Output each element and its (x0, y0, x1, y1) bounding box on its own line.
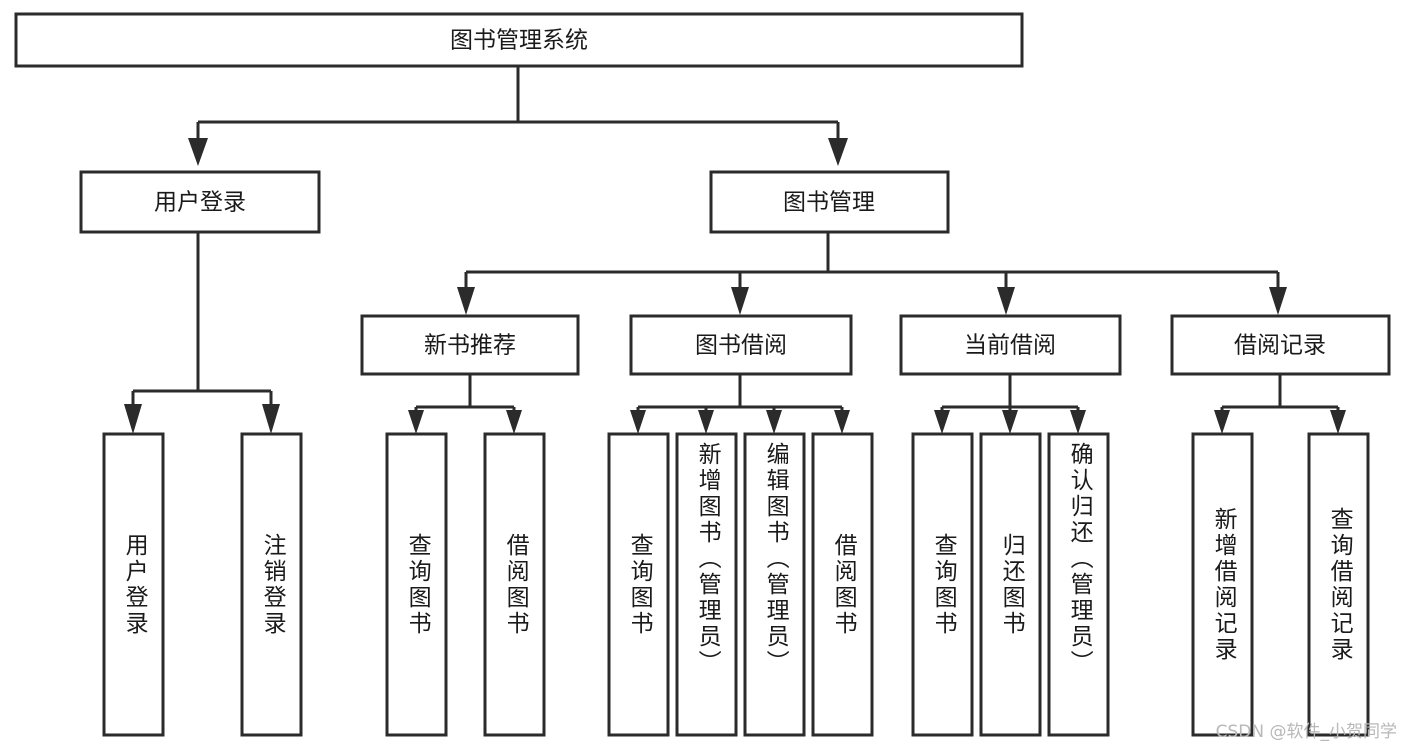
leaf-box-cb-confirm-return[interactable] (1047, 432, 1110, 737)
leaf-box-logout[interactable] (240, 432, 303, 737)
connector-group-user-login (124, 232, 280, 434)
connector-group-current-borrow (934, 374, 1086, 434)
connector-group-book-mgmt (457, 232, 1287, 315)
node-book-management[interactable] (709, 170, 950, 234)
arrowhead-bb-leaf-3 (766, 410, 782, 434)
node-borrow-record[interactable] (1170, 314, 1391, 376)
arrowhead-leaf-user-login (124, 404, 142, 434)
leaf-box-br-query-record[interactable] (1307, 432, 1370, 737)
node-current-borrow[interactable] (899, 314, 1122, 376)
leaf-box-nbr-query-book[interactable] (385, 432, 448, 737)
arrowhead-book-borrow (731, 287, 749, 315)
connector-group-new-book-recommend (408, 374, 522, 434)
arrowhead-book-mgmt (828, 138, 848, 166)
node-user-login[interactable] (79, 170, 321, 234)
leaf-box-user-login[interactable] (102, 432, 165, 737)
label-new-book-recommend: 新书推荐 (424, 333, 516, 359)
leaf-box-bb-add-book[interactable] (675, 432, 738, 737)
node-book-borrow[interactable] (629, 314, 853, 376)
arrowhead-current-borrow (997, 287, 1015, 315)
label-root: 图书管理系统 (450, 28, 588, 54)
leaf-box-cb-return-book[interactable] (979, 432, 1042, 737)
arrowhead-leaf-logout (262, 404, 280, 434)
leaf-box-bb-query-book[interactable] (607, 432, 670, 737)
arrowhead-nbr-leaf-2 (506, 410, 522, 434)
leaf-box-bb-edit-book[interactable] (743, 432, 806, 737)
arrowhead-user-login (188, 138, 208, 166)
node-new-book-recommend[interactable] (360, 314, 580, 376)
arrowhead-cb-leaf-2 (1002, 410, 1018, 434)
label-book-management: 图书管理 (783, 190, 875, 216)
arrowhead-bb-leaf-2 (698, 410, 714, 434)
connector-group-root (188, 66, 848, 166)
arrowhead-br-leaf-1 (1214, 410, 1230, 434)
leaf-box-br-add-record[interactable] (1191, 432, 1254, 737)
label-current-borrow: 当前借阅 (964, 333, 1056, 359)
label-borrow-record: 借阅记录 (1234, 333, 1326, 359)
arrowhead-nbr-leaf-1 (408, 410, 424, 434)
arrowhead-cb-leaf-1 (934, 410, 950, 434)
arrowhead-bb-leaf-4 (834, 410, 850, 434)
arrowhead-bb-leaf-1 (630, 410, 646, 434)
arrowhead-new-book-recommend (457, 287, 475, 315)
connector-group-book-borrow (630, 374, 850, 434)
arrowhead-br-leaf-2 (1330, 410, 1346, 434)
node-root-book-management-system[interactable] (14, 12, 1024, 68)
connector-group-borrow-record (1214, 374, 1346, 434)
leaf-box-nbr-borrow-book[interactable] (483, 432, 546, 737)
label-user-login: 用户登录 (154, 190, 246, 216)
arrowhead-borrow-record (1269, 287, 1287, 315)
leaf-box-bb-borrow-book[interactable] (811, 432, 874, 737)
label-book-borrow: 图书借阅 (695, 333, 787, 359)
arrowhead-cb-leaf-3 (1070, 410, 1086, 434)
leaf-box-cb-query-book[interactable] (911, 432, 974, 737)
